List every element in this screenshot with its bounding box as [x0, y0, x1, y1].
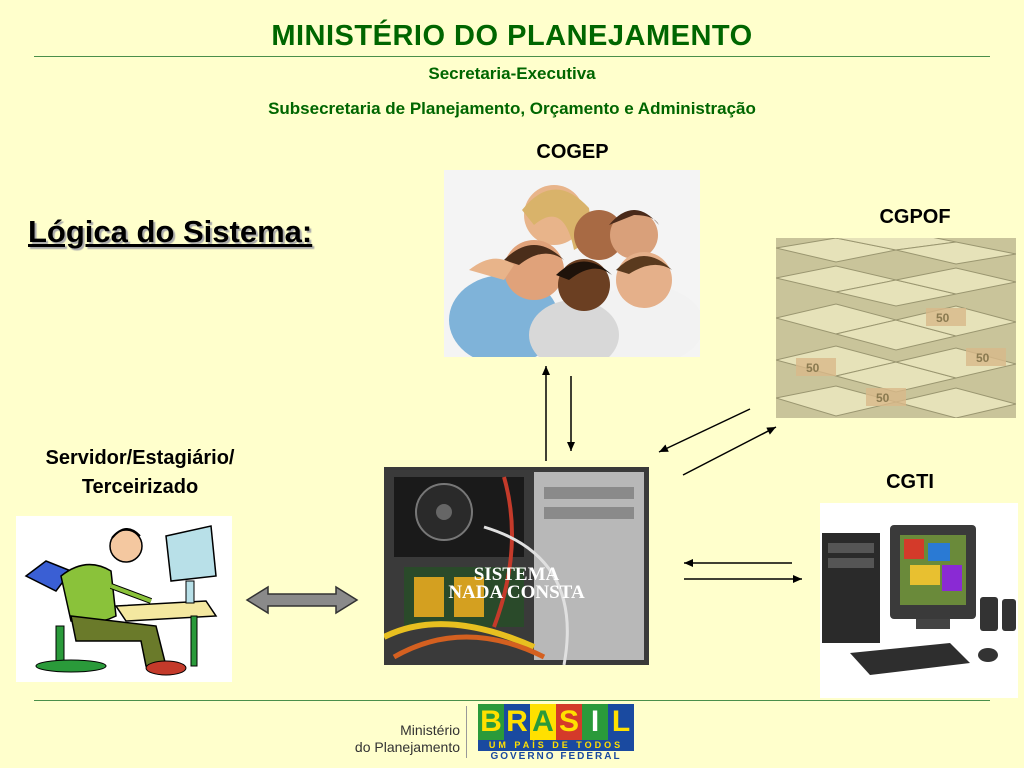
servidor-label-line1: Servidor/Estagiário/: [45, 447, 235, 469]
cgpof-money-photo: 50 50 50 50: [776, 238, 1016, 418]
sistema-label: SISTEMA NADA CONSTA: [384, 564, 649, 603]
secretaria-label: Secretaria-Executiva: [428, 64, 596, 83]
sistema-computer-photo: [384, 467, 649, 665]
sistema-label-line1: SISTEMA: [473, 564, 560, 585]
cogep-label: COGEP: [536, 141, 609, 163]
arrow-to-cgpof: [682, 426, 777, 476]
ministerio-logo-text: Ministério do Planejamento: [348, 722, 460, 756]
cgti-computer-photo: [820, 503, 1018, 698]
governo-federal: GOVERNO FEDERAL: [490, 751, 622, 762]
footer-divider: [34, 700, 990, 701]
svg-text:50: 50: [806, 361, 820, 375]
svg-text:50: 50: [876, 391, 890, 405]
cogep-people-photo: [444, 170, 700, 357]
cgti-label: CGTI: [886, 471, 934, 493]
ministerio-line2: do Planejamento: [354, 739, 460, 755]
arrow-from-cgpof: [658, 408, 751, 453]
ministerio-line1: Ministério: [400, 722, 460, 738]
svg-text:50: 50: [936, 311, 950, 325]
slide-heading: Lógica do Sistema:: [28, 214, 313, 249]
footer-separator: [466, 706, 467, 758]
page-title: MINISTÉRIO DO PLANEJAMENTO: [271, 20, 753, 52]
brasil-logo-letters: B R A S I L: [478, 704, 634, 740]
header-divider: [34, 56, 990, 57]
cgpof-label: CGPOF: [879, 206, 951, 228]
brasil-slogan: UM PAÍS DE TODOS: [478, 740, 634, 751]
svg-text:50: 50: [976, 351, 990, 365]
servidor-label-line2: Terceirizado: [81, 476, 199, 498]
servidor-clipart: [16, 516, 232, 682]
servidor-label: Servidor/Estagiário/ Terceirizado: [5, 444, 275, 502]
brasil-logo: B R A S I L UM PAÍS DE TODOS GOVERNO FED…: [478, 704, 634, 762]
subsecretaria-label: Subsecretaria de Planejamento, Orçamento…: [268, 99, 756, 118]
double-arrow-servidor-sistema: [245, 585, 359, 615]
sistema-label-line2: NADA CONSTA: [448, 582, 585, 603]
